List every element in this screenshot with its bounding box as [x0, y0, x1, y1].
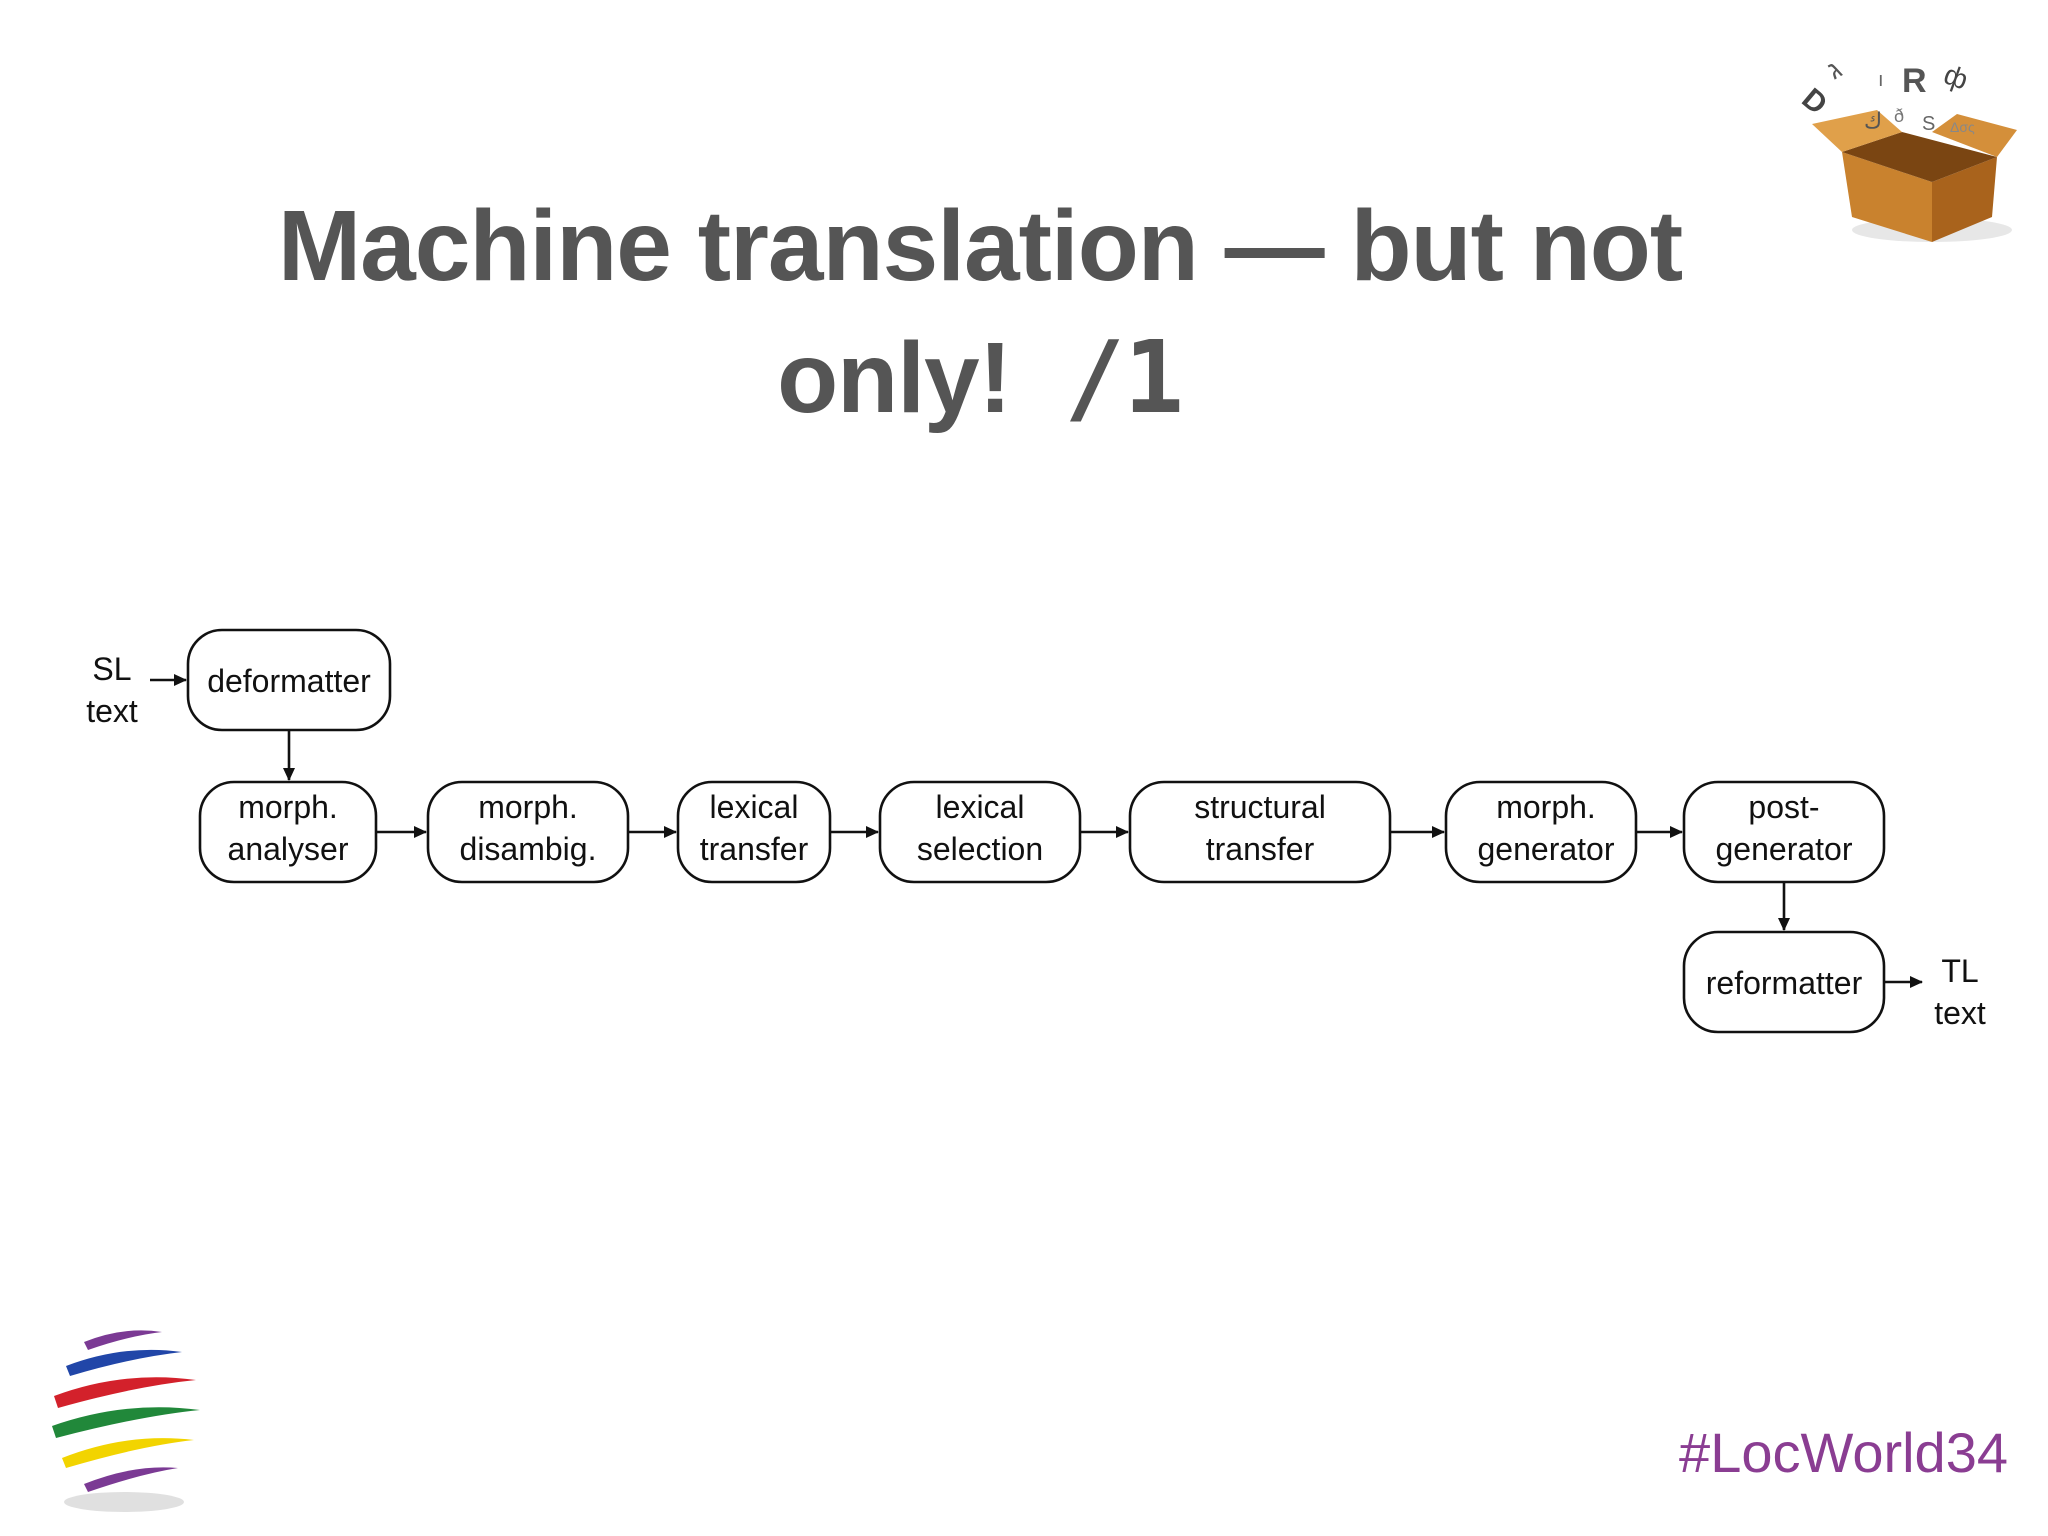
lexical-transfer-line1: lexical: [710, 789, 799, 825]
tl-label-line1: TL: [1941, 953, 1978, 989]
title-line-2: only! /1: [200, 312, 1760, 444]
sl-label-line1: SL: [92, 651, 131, 687]
lexical-transfer-line2: transfer: [700, 831, 809, 867]
event-hashtag: #LocWorld34: [1679, 1421, 2008, 1484]
title-number: /1: [1064, 319, 1184, 436]
structural-transfer-node: structural transfer: [1128, 780, 1392, 884]
structural-transfer-line2: transfer: [1206, 831, 1315, 867]
tl-label-line2: text: [1934, 995, 1986, 1031]
post-generator-node: post- generator: [1682, 780, 1886, 884]
tl-text-label: TL text: [1934, 953, 1986, 1031]
morph-analyser-node: morph. analyser: [198, 780, 378, 884]
morph-generator-line2: generator: [1478, 831, 1615, 867]
lexical-selection-node: lexical selection: [878, 780, 1082, 884]
structural-transfer-line1: structural: [1194, 789, 1326, 825]
morph-generator-line1: morph.: [1496, 789, 1596, 825]
svg-text:ك: ك: [1864, 108, 1882, 133]
sl-text-label: SL text: [86, 651, 138, 729]
svg-text:S: S: [1922, 113, 1935, 135]
lexical-selection-line2: selection: [917, 831, 1043, 867]
post-generator-line2: generator: [1716, 831, 1853, 867]
reformatter-node: reformatter: [1682, 930, 1886, 1034]
morph-disambig-line2: disambig.: [460, 831, 597, 867]
title-line-1: Machine translation — but not: [277, 190, 1683, 302]
svg-text:Δσς: Δσς: [1950, 119, 1975, 135]
post-generator-line1: post-: [1748, 789, 1819, 825]
svg-text:R: R: [1902, 62, 1927, 100]
deformatter-label: deformatter: [207, 663, 371, 699]
morph-analyser-line2: analyser: [228, 831, 349, 867]
morph-generator-node: morph. generator: [1444, 780, 1638, 884]
page-title: Machine translation — but not only! /1: [200, 180, 1760, 444]
lexical-selection-line1: lexical: [936, 789, 1025, 825]
letters-box-logo-icon: D ג ı R ф ك ð S Δσς: [1796, 54, 2017, 242]
svg-text:ı: ı: [1878, 69, 1884, 91]
morph-disambig-node: morph. disambig.: [426, 780, 630, 884]
lexical-transfer-node: lexical transfer: [676, 780, 832, 884]
title-second: only!: [777, 322, 1012, 434]
reformatter-label: reformatter: [1706, 965, 1863, 1001]
morph-analyser-line1: morph.: [238, 789, 338, 825]
striped-sphere-logo-icon: [52, 1330, 200, 1512]
deformatter-node: deformatter: [186, 628, 392, 732]
sl-label-line2: text: [86, 693, 138, 729]
svg-text:ð: ð: [1894, 106, 1904, 126]
morph-disambig-line1: morph.: [478, 789, 578, 825]
